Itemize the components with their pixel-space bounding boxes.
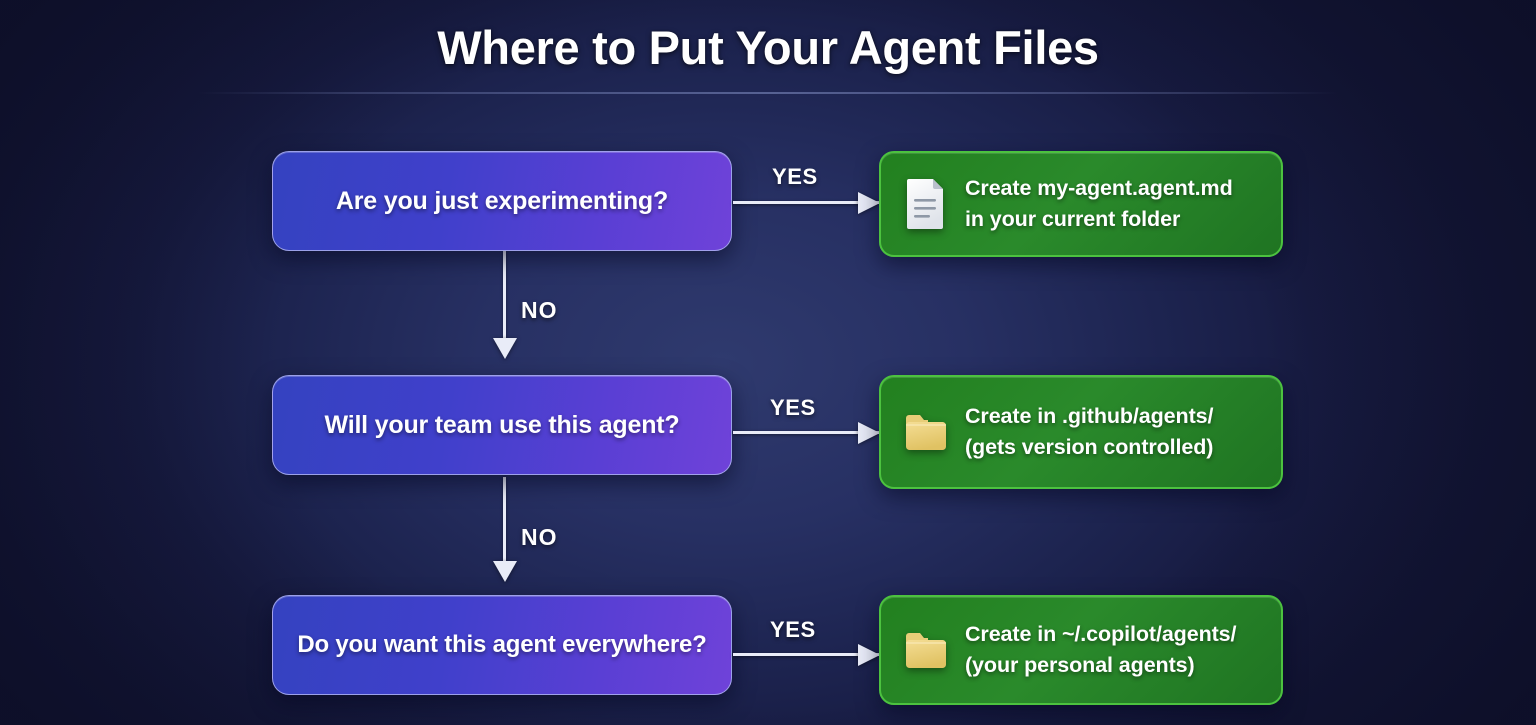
yes-arrow-2 — [733, 431, 879, 434]
no-label-2: NO — [521, 524, 558, 550]
outcome-line-2: (your personal agents) — [965, 653, 1195, 677]
yes-label-3: YES — [770, 617, 816, 642]
no-arrow-2 — [503, 477, 506, 562]
outcome-line-2: in your current folder — [965, 207, 1181, 231]
outcome-text: Create in .github/agents/ (gets version … — [965, 401, 1213, 463]
yes-label-2: YES — [770, 395, 816, 420]
page-title: Where to Put Your Agent Files — [437, 21, 1099, 74]
yes-arrow-3 — [733, 653, 879, 656]
decision-label: Will your team use this agent? — [324, 410, 680, 439]
outcome-line-1: Create in ~/.copilot/agents/ — [965, 621, 1237, 646]
outcome-line-1: Create in .github/agents/ — [965, 403, 1214, 428]
decision-node-everywhere[interactable]: Do you want this agent everywhere? — [272, 595, 732, 695]
outcome-node-github-agents[interactable]: Create in .github/agents/ (gets version … — [879, 375, 1283, 489]
no-label-1: NO — [521, 297, 558, 323]
folder-icon — [903, 405, 949, 459]
decision-label: Are you just experimenting? — [335, 186, 669, 215]
decision-node-experimenting[interactable]: Are you just experimenting? — [272, 151, 732, 251]
folder-icon — [903, 623, 949, 677]
outcome-text: Create my-agent.agent.md in your current… — [965, 173, 1233, 235]
outcome-text: Create in ~/.copilot/agents/ (your perso… — [965, 619, 1236, 681]
decision-node-team-use[interactable]: Will your team use this agent? — [272, 375, 732, 475]
title-divider — [198, 92, 1338, 94]
decision-label: Do you want this agent everywhere? — [297, 631, 707, 658]
outcome-node-copilot-agents[interactable]: Create in ~/.copilot/agents/ (your perso… — [879, 595, 1283, 705]
yes-label-1: YES — [772, 164, 818, 189]
document-icon — [903, 177, 949, 231]
outcome-line-2: (gets version controlled) — [965, 435, 1214, 459]
no-arrow-1 — [503, 251, 506, 339]
yes-arrow-1 — [733, 201, 879, 204]
outcome-node-current-folder[interactable]: Create my-agent.agent.md in your current… — [879, 151, 1283, 257]
outcome-line-1: Create my-agent.agent.md — [965, 175, 1233, 200]
